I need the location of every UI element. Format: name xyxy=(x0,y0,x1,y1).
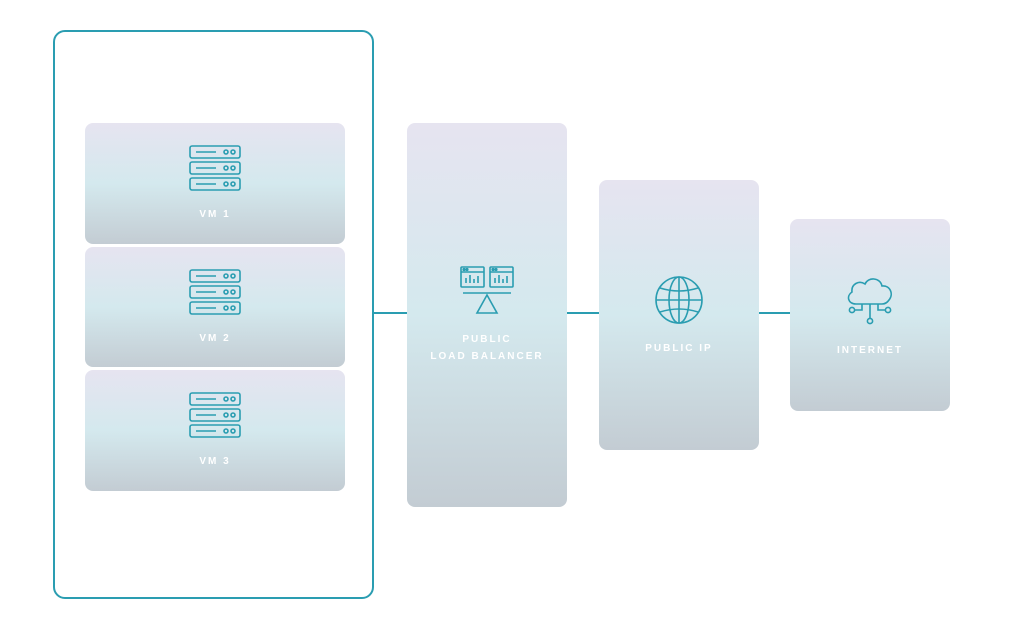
server-icon xyxy=(187,391,243,439)
public-ip-card: PUBLIC IP xyxy=(599,180,759,450)
globe-icon xyxy=(653,274,705,326)
load-balancer-label-line1: PUBLIC xyxy=(462,334,512,345)
vm-card-3: VM 3 xyxy=(85,370,345,491)
connector-ip-to-internet xyxy=(759,312,790,314)
vm-label: VM 2 xyxy=(199,332,231,344)
connector-vms-to-lb xyxy=(374,312,407,314)
vm-card-1: VM 1 xyxy=(85,123,345,244)
internet-label: INTERNET xyxy=(837,344,903,356)
vm-card-2: VM 2 xyxy=(85,247,345,367)
cloud-network-icon xyxy=(842,272,898,328)
load-balancer-card: PUBLIC LOAD BALANCER xyxy=(407,123,567,507)
load-balancer-label-line2: LOAD BALANCER xyxy=(430,351,544,362)
vm-group-frame xyxy=(53,30,374,599)
server-icon xyxy=(187,268,243,316)
vm-label: VM 3 xyxy=(199,456,231,467)
vm-label: VM 1 xyxy=(199,209,231,220)
server-icon xyxy=(187,144,243,192)
connector-lb-to-ip xyxy=(567,312,599,314)
internet-card: INTERNET xyxy=(790,219,950,411)
public-ip-label: PUBLIC IP xyxy=(645,342,713,354)
load-balancer-icon xyxy=(459,265,515,317)
